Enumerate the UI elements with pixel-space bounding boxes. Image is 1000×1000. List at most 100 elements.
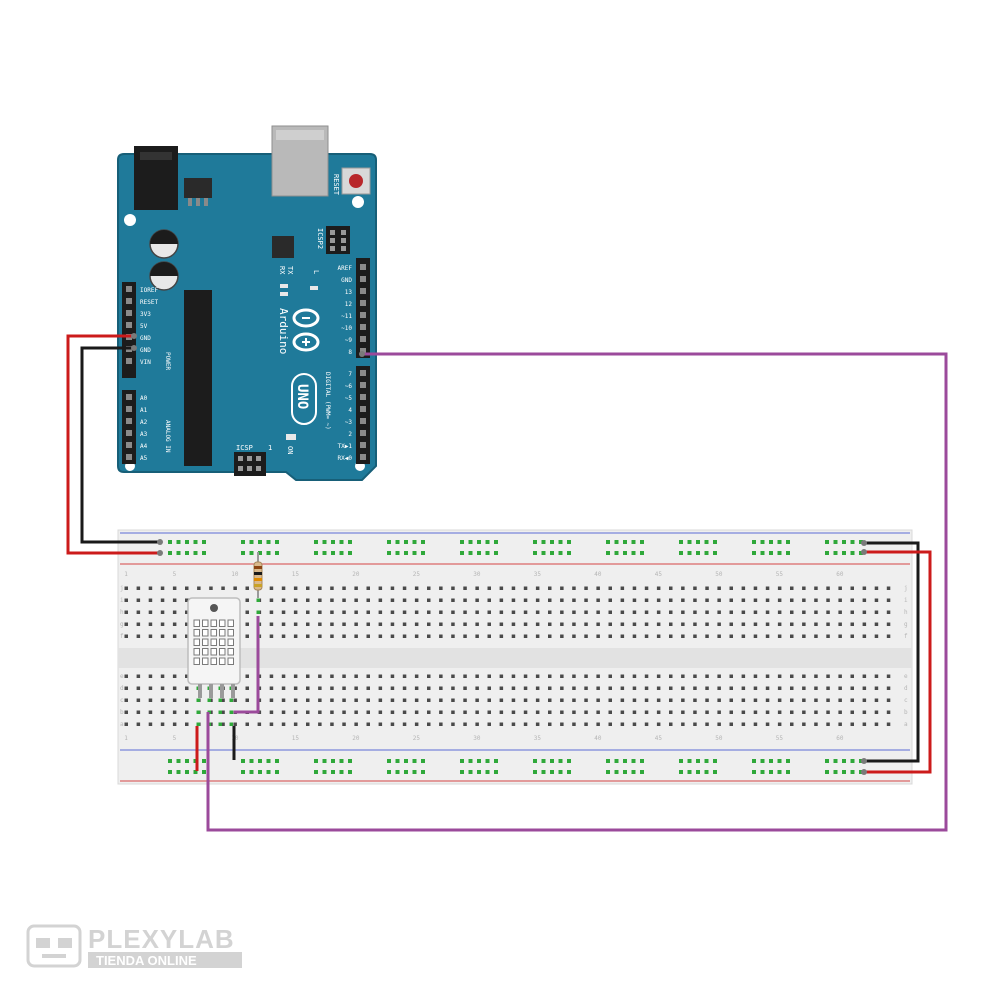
terminal-hole xyxy=(632,598,637,602)
row-letter: h xyxy=(904,609,908,616)
rail-hole xyxy=(769,540,773,544)
watermark-title: PLEXYLAB xyxy=(88,924,235,954)
terminal-hole xyxy=(185,722,189,726)
terminal-hole xyxy=(862,674,867,678)
column-number: 30 xyxy=(473,735,481,742)
column-number: 45 xyxy=(655,571,663,578)
rail-hole xyxy=(786,770,790,774)
terminal-hole xyxy=(185,598,189,602)
terminal-hole xyxy=(753,722,758,726)
rail-hole xyxy=(331,551,335,555)
terminal-hole xyxy=(572,598,576,602)
terminal-hole xyxy=(366,586,370,590)
rx-led xyxy=(280,292,288,296)
digital-pin-label: 4 xyxy=(348,407,352,414)
terminal-hole xyxy=(318,710,322,714)
rail-hole xyxy=(421,540,425,544)
terminal-hole xyxy=(281,586,286,590)
rail-hole xyxy=(468,770,473,774)
rail-hole xyxy=(477,540,481,544)
terminal-hole xyxy=(874,674,879,678)
wire-5v-to-rail xyxy=(66,334,160,555)
rail-hole xyxy=(460,759,464,763)
terminal-hole xyxy=(729,622,733,626)
terminal-hole xyxy=(427,622,431,626)
rail-hole xyxy=(348,551,352,555)
terminal-hole xyxy=(318,610,322,614)
terminal-hole xyxy=(185,710,189,714)
digital-pin-label: ~9 xyxy=(345,337,353,344)
connected-hole xyxy=(256,598,260,602)
terminal-hole xyxy=(511,686,516,690)
terminal-hole xyxy=(681,610,685,614)
uno-label: UNO xyxy=(294,384,310,409)
rail-hole xyxy=(249,540,254,544)
terminal-hole xyxy=(293,674,298,678)
terminal-hole xyxy=(814,634,818,638)
rail-hole xyxy=(833,551,838,555)
terminal-hole xyxy=(717,686,721,690)
terminal-hole xyxy=(874,586,879,590)
terminal-hole xyxy=(874,598,879,602)
terminal-hole xyxy=(160,586,165,590)
terminal-hole xyxy=(838,586,842,590)
terminal-hole xyxy=(874,686,879,690)
terminal-hole xyxy=(814,686,818,690)
terminal-hole xyxy=(185,622,189,626)
on-label: ON xyxy=(286,446,294,454)
terminal-hole xyxy=(705,674,709,678)
header-pin xyxy=(126,310,132,316)
terminal-hole xyxy=(402,686,407,690)
terminal-hole xyxy=(499,598,504,602)
power-pin-label: RESET xyxy=(140,299,158,306)
terminal-hole xyxy=(439,698,443,702)
terminal-hole xyxy=(124,622,128,626)
rail-hole xyxy=(421,770,425,774)
grille-slot xyxy=(202,648,209,656)
terminal-hole xyxy=(427,698,431,702)
terminal-hole xyxy=(475,586,479,590)
terminal-hole xyxy=(269,710,274,714)
terminal-hole xyxy=(572,674,576,678)
grille-slot xyxy=(210,648,217,656)
terminal-hole xyxy=(366,674,370,678)
terminal-hole xyxy=(596,698,600,702)
digital-pin-label: GND xyxy=(341,277,352,284)
terminal-hole xyxy=(511,710,516,714)
terminal-hole xyxy=(729,634,733,638)
terminal-hole xyxy=(148,610,153,614)
rail-hole xyxy=(241,540,245,544)
terminal-hole xyxy=(826,586,830,590)
rail-hole xyxy=(631,551,636,555)
terminal-hole xyxy=(548,598,552,602)
rail-hole xyxy=(468,540,473,544)
terminal-hole xyxy=(765,686,770,690)
terminal-hole xyxy=(596,686,600,690)
rail-hole xyxy=(176,540,181,544)
terminal-hole xyxy=(402,634,407,638)
grille-slot xyxy=(227,648,234,656)
terminal-hole xyxy=(753,674,758,678)
terminal-hole xyxy=(475,698,479,702)
terminal-hole xyxy=(535,710,540,714)
rail-hole xyxy=(485,540,490,544)
wires xyxy=(66,333,948,832)
terminal-hole xyxy=(681,710,685,714)
header-pin xyxy=(126,322,132,328)
rail-hole xyxy=(494,759,498,763)
rail-hole xyxy=(395,551,400,555)
terminal-hole xyxy=(378,698,383,702)
grille-slot xyxy=(210,629,217,637)
terminal-hole xyxy=(548,586,552,590)
analog-pin-label: A0 xyxy=(140,395,148,402)
terminal-hole xyxy=(790,722,794,726)
header-pin xyxy=(126,454,132,460)
header-pin xyxy=(360,418,366,424)
terminal-hole xyxy=(318,686,322,690)
terminal-hole xyxy=(826,722,830,726)
terminal-hole xyxy=(342,698,346,702)
terminal-hole xyxy=(753,610,758,614)
terminal-hole xyxy=(572,686,576,690)
row-letter: i xyxy=(120,597,124,604)
